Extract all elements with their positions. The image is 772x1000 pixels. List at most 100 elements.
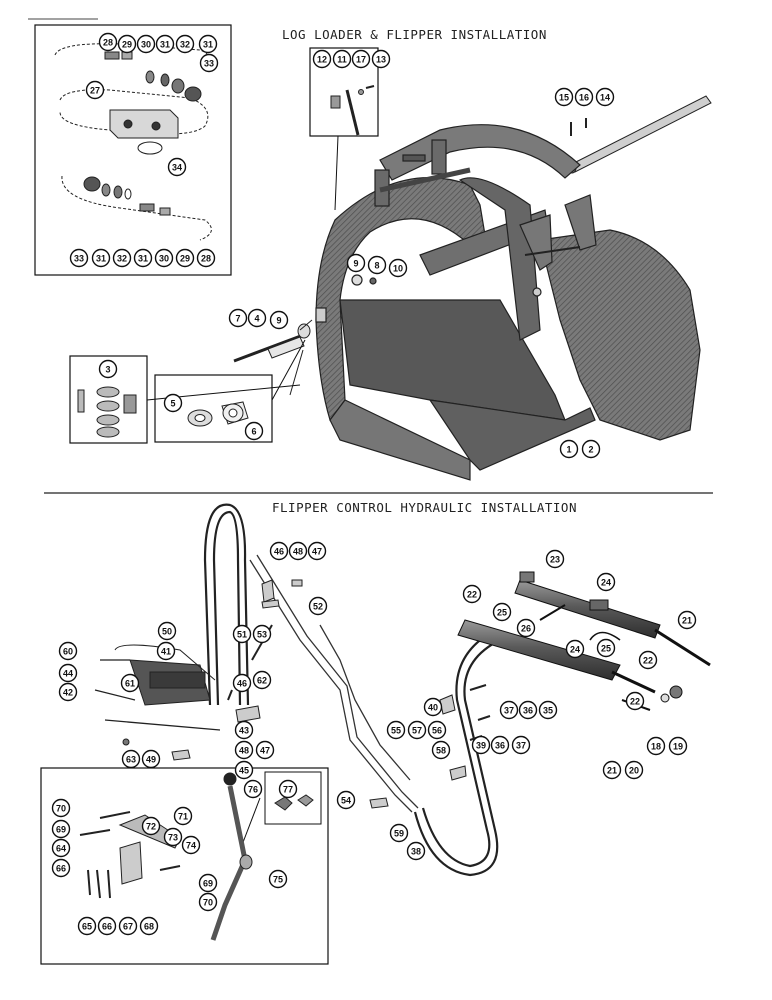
callout-28: 28	[196, 248, 216, 268]
callout-label: 3	[105, 365, 110, 375]
callout-label: 47	[260, 746, 270, 756]
callout-circle	[308, 596, 328, 616]
callout-label: 18	[651, 742, 661, 752]
flipper-plate	[519, 194, 701, 441]
callout-circle	[175, 34, 195, 54]
callout-circle	[199, 53, 219, 73]
diagram-title-top: LOG LOADER & FLIPPER INSTALLATION	[282, 27, 547, 42]
callout-circle	[565, 639, 585, 659]
callout-35: 35	[538, 700, 558, 720]
callout-label: 72	[146, 822, 156, 832]
callout-circle	[602, 760, 622, 780]
callout-10: 10	[388, 258, 408, 278]
callout-circle	[228, 308, 248, 328]
seal-kit-parts	[54, 43, 212, 241]
callout-22: 22	[638, 650, 658, 670]
callout-circle	[431, 740, 451, 760]
callout-circle	[389, 823, 409, 843]
inset-5-6-parts	[187, 401, 249, 427]
callout-68: 68	[139, 916, 159, 936]
callout-48: 48	[234, 740, 254, 760]
callout-20: 20	[624, 760, 644, 780]
callout-label: 31	[160, 40, 170, 50]
callout-label: 16	[579, 93, 589, 103]
pin-inset-frame	[309, 47, 379, 137]
callout-circle	[462, 584, 482, 604]
callout-circle	[120, 673, 140, 693]
callout-22: 22	[625, 691, 645, 711]
long-pin	[567, 95, 712, 174]
callout-label: 10	[393, 264, 403, 274]
callout-42: 42	[58, 682, 78, 702]
callout-label: 46	[237, 679, 247, 689]
callout-label: 30	[159, 254, 169, 264]
callout-label: 30	[141, 40, 151, 50]
callout-label: 2	[588, 445, 593, 455]
callout-15: 15	[554, 87, 574, 107]
callout-label: 25	[601, 644, 611, 654]
callout-circle	[141, 749, 161, 769]
callout-circle	[307, 541, 327, 561]
callout-62: 62	[252, 670, 272, 690]
callout-8: 8	[367, 255, 387, 275]
callout-29: 29	[117, 34, 137, 54]
callout-circle	[136, 34, 156, 54]
callout-circle	[423, 697, 443, 717]
callout-label: 23	[550, 555, 560, 565]
callout-circle	[91, 248, 111, 268]
pin-inset-parts	[330, 85, 375, 136]
callout-circle	[336, 790, 356, 810]
callout-label: 38	[411, 847, 421, 857]
callout-circle	[198, 892, 218, 912]
callout-circle	[139, 916, 159, 936]
callout-30: 30	[154, 248, 174, 268]
callout-37: 37	[511, 735, 531, 755]
callout-label: 26	[521, 624, 531, 634]
callout-label: 52	[313, 602, 323, 612]
callout-circle	[406, 841, 426, 861]
callout-77: 77	[278, 779, 298, 799]
callout-label: 4	[254, 314, 259, 324]
callout-label: 35	[543, 706, 553, 716]
callout-label: 37	[516, 741, 526, 751]
callout-circle	[545, 549, 565, 569]
callout-33: 33	[199, 53, 219, 73]
control-valve	[94, 644, 221, 731]
callout-circle	[51, 858, 71, 878]
callout-circle	[407, 720, 427, 740]
callout-circle	[154, 248, 174, 268]
callout-circle	[167, 157, 187, 177]
callout-label: 47	[312, 547, 322, 557]
callout-9: 9	[269, 310, 289, 330]
callout-49: 49	[141, 749, 161, 769]
callout-47: 47	[307, 541, 327, 561]
callout-label: 33	[204, 59, 214, 69]
callout-circle	[646, 736, 666, 756]
callout-50: 50	[157, 621, 177, 641]
callout-44: 44	[58, 663, 78, 683]
callout-label: 36	[495, 741, 505, 751]
callout-label: 31	[96, 254, 106, 264]
callout-label: 33	[74, 254, 84, 264]
callout-circle	[175, 248, 195, 268]
callout-19: 19	[668, 736, 688, 756]
callout-circle	[244, 421, 264, 441]
callout-circle	[51, 798, 71, 818]
callout-circle	[367, 255, 387, 275]
callout-31: 31	[133, 248, 153, 268]
callout-label: 65	[82, 922, 92, 932]
callout-circle	[58, 682, 78, 702]
callout-circle	[332, 49, 352, 69]
callout-40: 40	[423, 697, 443, 717]
callout-13: 13	[371, 49, 391, 69]
log-loader-frame	[315, 124, 596, 481]
callout-76: 76	[243, 779, 263, 799]
callout-circle	[234, 740, 254, 760]
callout-59: 59	[389, 823, 409, 843]
callout-label: 36	[523, 706, 533, 716]
callout-circle	[97, 916, 117, 936]
callout-circle	[511, 735, 531, 755]
callout-label: 21	[607, 766, 617, 776]
callout-label: 73	[168, 833, 178, 843]
